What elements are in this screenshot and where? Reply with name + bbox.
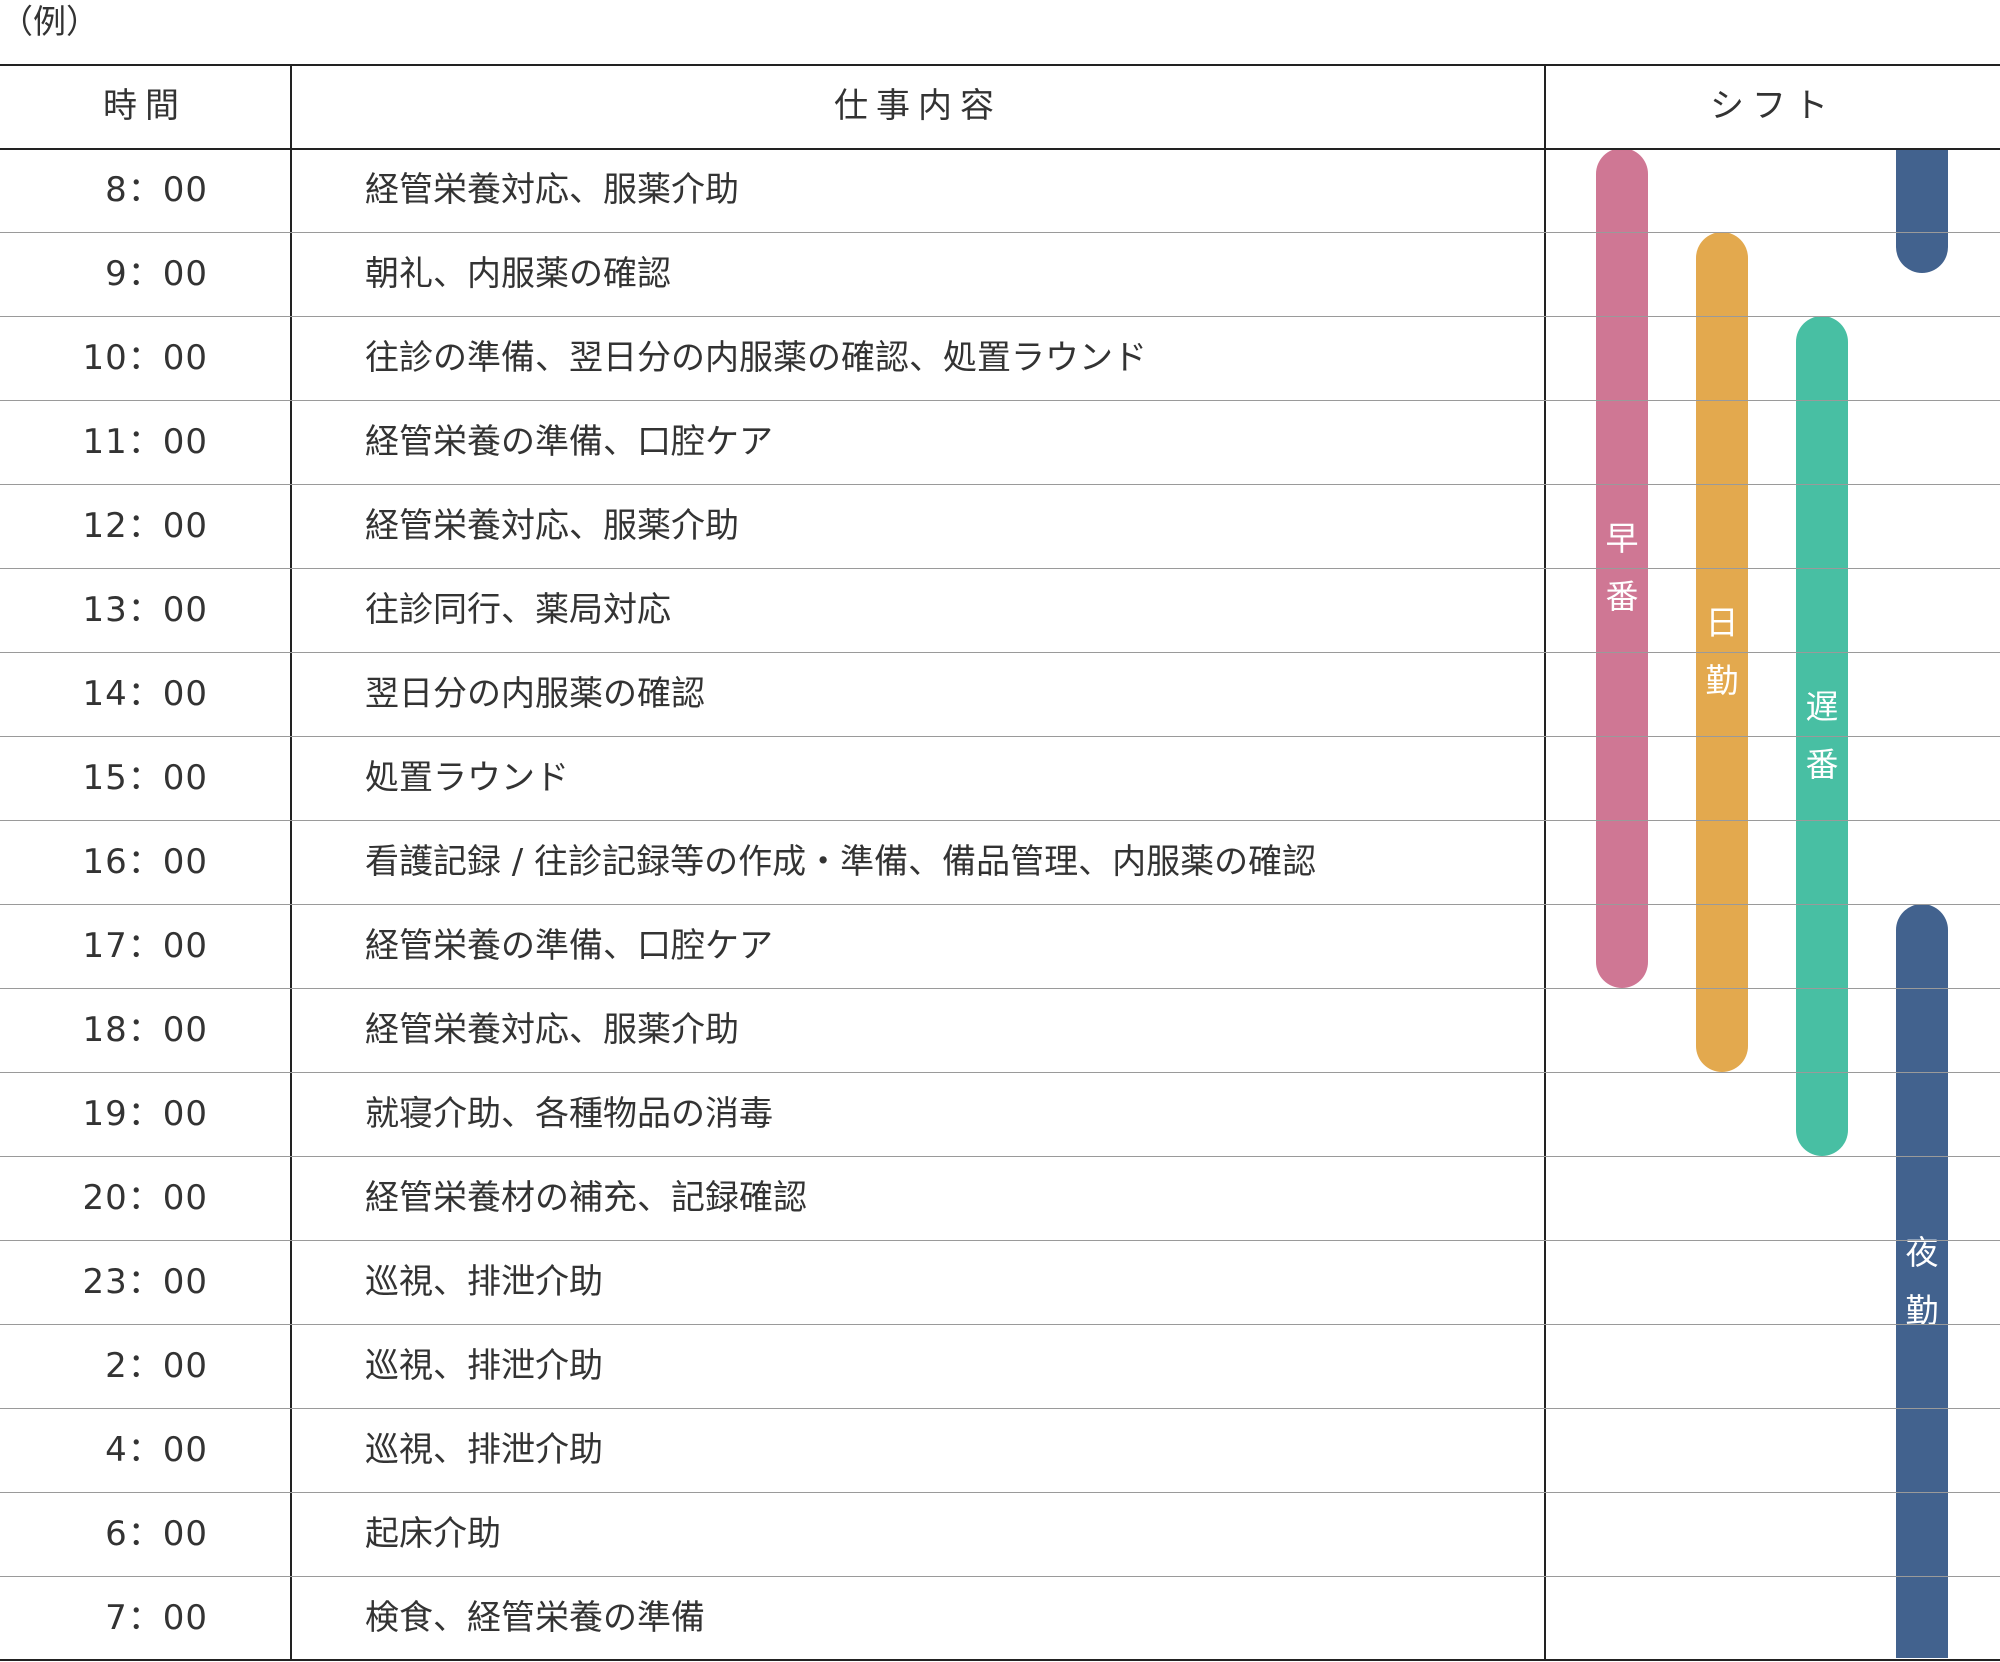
shift-label: 早 番 xyxy=(1605,519,1639,616)
row-divider xyxy=(0,1492,2000,1493)
time-cell: 12：00 xyxy=(82,506,208,546)
task-cell: 巡視、排泄介助 xyxy=(365,1262,603,1302)
shift-label: 夜 勤 xyxy=(1905,1233,1939,1330)
header-bottom-rule xyxy=(0,148,2000,150)
time-cell: 20：00 xyxy=(82,1178,208,1218)
row-divider xyxy=(0,988,2000,989)
task-cell: 看護記録 / 往診記録等の作成・準備、備品管理、内服薬の確認 xyxy=(365,842,1317,882)
row-divider xyxy=(0,904,2000,905)
table-row: 18：00 経管栄養対応、服薬介助 xyxy=(0,988,2000,1072)
header-shift: シフト xyxy=(1710,86,1836,126)
time-cell: 23：00 xyxy=(82,1262,208,1302)
time-cell: 6：00 xyxy=(105,1514,208,1554)
task-cell: 往診の準備、翌日分の内服薬の確認、処置ラウンド xyxy=(365,338,1147,378)
row-divider xyxy=(0,820,2000,821)
row-divider xyxy=(0,1072,2000,1073)
task-cell: 朝礼、内服薬の確認 xyxy=(365,254,671,294)
row-divider xyxy=(0,1576,2000,1577)
row-divider xyxy=(0,652,2000,653)
time-cell: 11：00 xyxy=(82,422,208,462)
task-cell: 経管栄養対応、服薬介助 xyxy=(365,170,739,210)
time-cell: 16：00 xyxy=(82,842,208,882)
table-row: 10：00 往診の準備、翌日分の内服薬の確認、処置ラウンド xyxy=(0,316,2000,400)
task-cell: 経管栄養材の補充、記録確認 xyxy=(365,1178,807,1218)
task-cell: 巡視、排泄介助 xyxy=(365,1430,603,1470)
time-cell: 14：00 xyxy=(82,674,208,714)
table-row: 2：00 巡視、排泄介助 xyxy=(0,1324,2000,1408)
row-divider xyxy=(0,1408,2000,1409)
table-row: 9：00 朝礼、内服薬の確認 xyxy=(0,232,2000,316)
shift-label: 遅 番 xyxy=(1805,687,1839,784)
task-cell: 翌日分の内服薬の確認 xyxy=(365,674,705,714)
task-cell: 巡視、排泄介助 xyxy=(365,1346,603,1386)
column-divider-time xyxy=(290,64,292,1661)
time-cell: 10：00 xyxy=(82,338,208,378)
task-cell: 検食、経管栄養の準備 xyxy=(365,1598,705,1638)
task-cell: 経管栄養の準備、口腔ケア xyxy=(365,926,773,966)
task-cell: 処置ラウンド xyxy=(365,758,569,798)
task-cell: 経管栄養の準備、口腔ケア xyxy=(365,422,773,462)
table-row: 20：00 経管栄養材の補充、記録確認 xyxy=(0,1156,2000,1240)
row-divider xyxy=(0,568,2000,569)
table-row: 14：00 翌日分の内服薬の確認 xyxy=(0,652,2000,736)
time-cell: 17：00 xyxy=(82,926,208,966)
table-row: 13：00 往診同行、薬局対応 xyxy=(0,568,2000,652)
task-cell: 経管栄養対応、服薬介助 xyxy=(365,506,739,546)
table-row: 6：00 起床介助 xyxy=(0,1492,2000,1576)
example-note: （例） xyxy=(0,2,99,41)
table-row: 17：00 経管栄養の準備、口腔ケア xyxy=(0,904,2000,988)
shift-bar-continuation xyxy=(1896,149,1948,273)
header-time: 時間 xyxy=(103,86,187,126)
table-row: 7：00 検食、経管栄養の準備 xyxy=(0,1576,2000,1660)
table-row: 19：00 就寝介助、各種物品の消毒 xyxy=(0,1072,2000,1156)
time-cell: 4：00 xyxy=(105,1430,208,1470)
table-row: 15：00 処置ラウンド xyxy=(0,736,2000,820)
row-divider xyxy=(0,1324,2000,1325)
row-divider xyxy=(0,1240,2000,1241)
table-row: 12：00 経管栄養対応、服薬介助 xyxy=(0,484,2000,568)
header-task: 仕事内容 xyxy=(834,86,1002,126)
time-cell: 8：00 xyxy=(105,170,208,210)
row-divider xyxy=(0,316,2000,317)
shift-label: 日 勤 xyxy=(1705,603,1739,700)
time-cell: 15：00 xyxy=(82,758,208,798)
table-bottom-rule xyxy=(0,1659,2000,1661)
column-divider-shift xyxy=(1544,64,1546,1661)
table-row: 8：00 経管栄養対応、服薬介助 xyxy=(0,148,2000,232)
task-cell: 起床介助 xyxy=(365,1514,501,1554)
time-cell: 13：00 xyxy=(82,590,208,630)
table-row: 23：00 巡視、排泄介助 xyxy=(0,1240,2000,1324)
task-cell: 経管栄養対応、服薬介助 xyxy=(365,1010,739,1050)
shift-bar: 夜 勤 xyxy=(1896,904,1948,1658)
table-row: 16：00 看護記録 / 往診記録等の作成・準備、備品管理、内服薬の確認 xyxy=(0,820,2000,904)
row-divider xyxy=(0,484,2000,485)
time-cell: 18：00 xyxy=(82,1010,208,1050)
table-top-rule xyxy=(0,64,2000,66)
time-cell: 19：00 xyxy=(82,1094,208,1134)
task-cell: 往診同行、薬局対応 xyxy=(365,590,671,630)
task-cell: 就寝介助、各種物品の消毒 xyxy=(365,1094,773,1134)
time-cell: 9：00 xyxy=(105,254,208,294)
row-divider xyxy=(0,400,2000,401)
shift-schedule-table: 時間 仕事内容 シフト 8：00 経管栄養対応、服薬介助 9：00 朝礼、内服薬の確認… xyxy=(0,64,2000,1661)
row-divider xyxy=(0,1156,2000,1157)
table-row: 4：00 巡視、排泄介助 xyxy=(0,1408,2000,1492)
time-cell: 2：00 xyxy=(105,1346,208,1386)
row-divider xyxy=(0,736,2000,737)
table-row: 11：00 経管栄養の準備、口腔ケア xyxy=(0,400,2000,484)
time-cell: 7：00 xyxy=(105,1598,208,1638)
row-divider xyxy=(0,232,2000,233)
